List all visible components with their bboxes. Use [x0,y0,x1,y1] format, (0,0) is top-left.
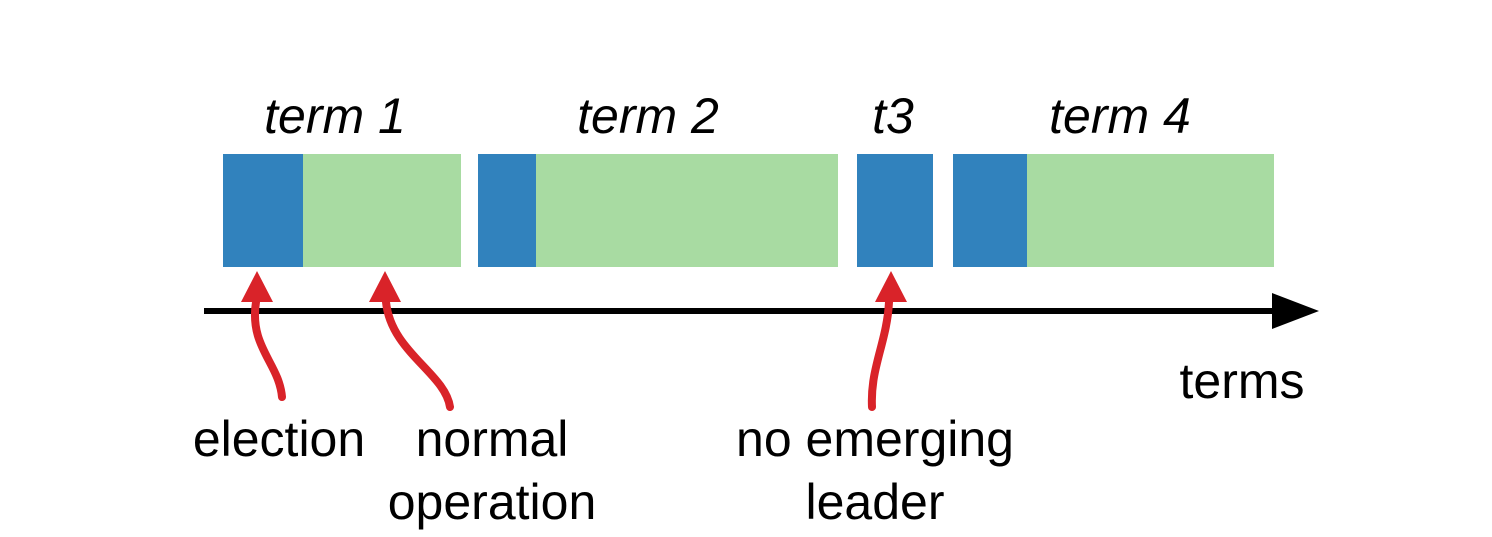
normal-operation-arrow [369,271,454,411]
election-label: election [193,408,365,471]
no-emerging-leader-arrow-stem [867,298,893,411]
term-2-bar [478,154,838,267]
no-emerging-leader-arrow [867,271,907,411]
normal-operation-label-line-1: normal [415,411,569,467]
term-1-label: term 1 [264,88,406,144]
term-4-bar [953,154,1274,267]
term-4-normal-operation-segment [1027,154,1274,267]
term-2-election-segment [478,154,536,267]
election-label-line: election [192,411,366,467]
normal-operation-label-line-2: operation [387,474,597,530]
election-arrow-stem [250,298,286,401]
terms-axis-label: terms [1179,353,1305,409]
term-3-election-segment [857,154,933,267]
election-arrowhead-icon [241,271,273,302]
term-4-election-segment [953,154,1027,267]
normal-operation-label: normal operation [388,408,597,534]
term-2-label: term 2 [577,88,719,144]
term-4-label: term 4 [1049,88,1191,144]
term-1-bar [223,154,461,267]
no-emerging-leader-label-line-1: no emerging [736,411,1014,467]
term-3-bar [857,154,933,267]
timeline-arrowhead-icon [1272,293,1319,329]
no-emerging-leader-label-line-2: leader [805,474,945,530]
timeline-arrow [204,293,1319,329]
term-2-normal-operation-segment [536,154,838,267]
normal-operation-arrow-stem [382,298,454,411]
term-3-label: t3 [872,88,914,144]
no-emerging-leader-label: no emerging leader [736,408,1014,534]
term-1-normal-operation-segment [303,154,461,267]
normal-operation-arrowhead-icon [369,271,401,302]
term-1-election-segment [223,154,303,267]
no-emerging-leader-arrowhead-icon [875,271,907,302]
election-arrow [241,271,286,401]
